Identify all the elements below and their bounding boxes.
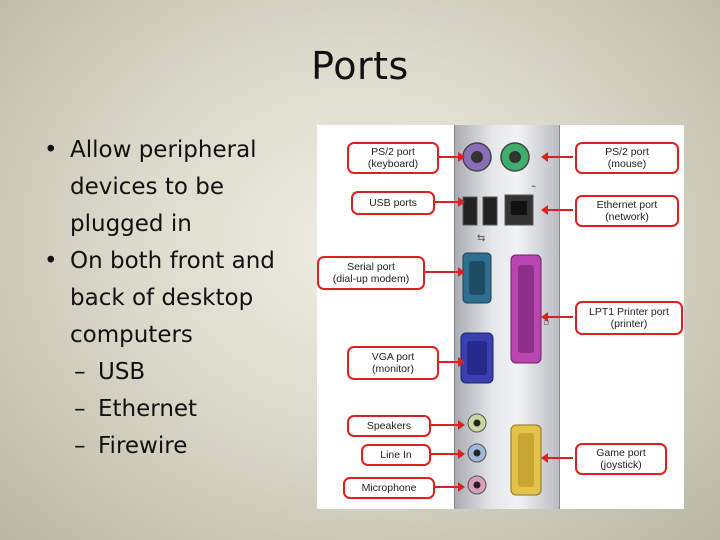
usb-port [482, 196, 498, 226]
arrow [429, 449, 465, 459]
arrow [433, 482, 465, 492]
callout-usb: USB ports [351, 191, 435, 215]
arrow [437, 152, 465, 162]
arrow [433, 197, 465, 207]
sub-bullet-item: USB [40, 354, 310, 391]
sub-bullet-item: Firewire [40, 428, 310, 465]
callout-microphone: Microphone [343, 477, 435, 499]
slide-title: Ports [311, 44, 409, 88]
callout-game: Game port (joystick) [575, 443, 667, 475]
ports-diagram: ⌁ ⇆ ▫ [317, 125, 684, 509]
usb-port [462, 196, 478, 226]
arrow [541, 312, 573, 322]
arrow [541, 453, 573, 463]
callout-ethernet: Ethernet port (network) [575, 195, 679, 227]
svg-text:⇆: ⇆ [477, 233, 485, 244]
arrow [437, 357, 465, 367]
callout-serial: Serial port (dial-up modem) [317, 256, 425, 290]
callout-vga: VGA port (monitor) [347, 346, 439, 380]
callout-lpt1: LPT1 Printer port (printer) [575, 301, 683, 335]
arrow [423, 267, 465, 277]
callout-ps2-mouse: PS/2 port (mouse) [575, 142, 679, 174]
bullet-list: Allow peripheral devices to be plugged i… [40, 132, 310, 465]
bullet-item: Allow peripheral devices to be plugged i… [40, 132, 310, 243]
arrow [429, 420, 465, 430]
svg-text:▫: ▫ [543, 318, 549, 328]
arrow [541, 152, 573, 162]
sub-bullet-item: Ethernet [40, 391, 310, 428]
callout-line-in: Line In [361, 444, 431, 466]
svg-text:⌁: ⌁ [531, 182, 536, 192]
ports-illustration: ⌁ ⇆ ▫ [460, 142, 549, 496]
callout-speakers: Speakers [347, 415, 431, 437]
callout-ps2-keyboard: PS/2 port (keyboard) [347, 142, 439, 174]
bullet-item: On both front and back of desktop comput… [40, 243, 310, 354]
arrow [541, 205, 573, 215]
